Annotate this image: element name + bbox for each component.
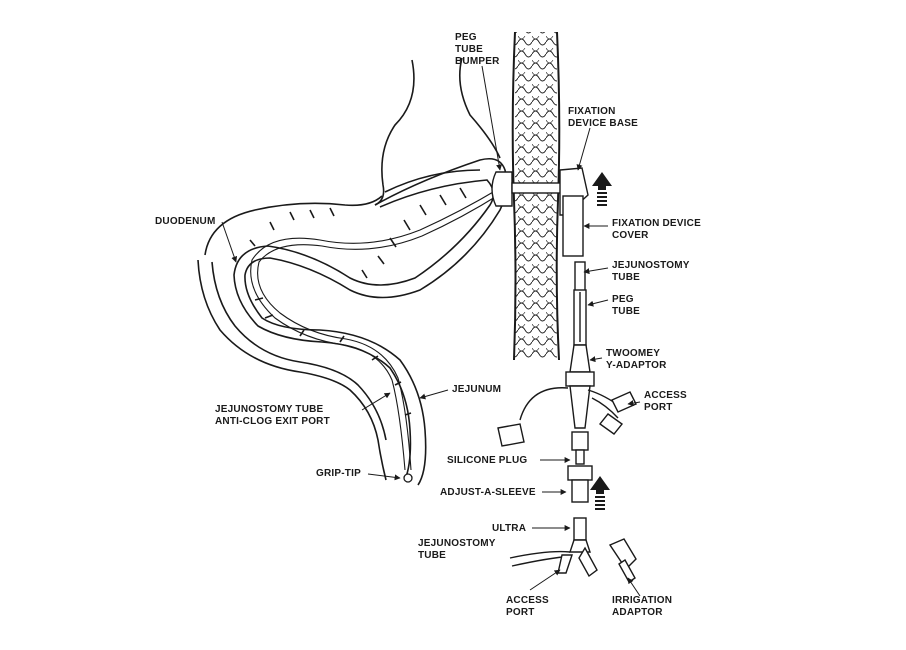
label-grip-tip: GRIP-TIP	[316, 468, 361, 479]
internal-jejunostomy-tube	[250, 187, 501, 483]
abdominal-wall	[511, 31, 561, 361]
peg-hardware	[491, 167, 589, 346]
label-silicone-plug: SILICONE PLUG	[447, 455, 527, 466]
label-peg-tube: PEG TUBE	[612, 294, 640, 317]
labels: PEG TUBE BUMPER FIXATION DEVICE BASE DUO…	[155, 32, 704, 618]
label-exit-port: JEJUNOSTOMY TUBE ANTI-CLOG EXIT PORT	[215, 404, 330, 427]
label-fixation-cover: FIXATION DEVICE COVER	[612, 218, 704, 241]
label-ultra-tube: JEJUNOSTOMY TUBE	[418, 538, 498, 561]
label-duodenum: DUODENUM	[155, 216, 216, 227]
label-jejunostomy-tube: JEJUNOSTOMY TUBE	[612, 260, 692, 283]
direction-arrows	[590, 172, 612, 510]
label-fixation-base: FIXATION DEVICE BASE	[568, 106, 638, 129]
label-access-port-upper: ACCESS PORT	[644, 390, 690, 413]
label-jejunum: JEJUNUM	[452, 384, 501, 395]
twoomey-assembly	[497, 344, 637, 584]
label-twoomey: TWOOMEY Y-ADAPTOR	[606, 348, 667, 371]
label-irrigation-adaptor: IRRIGATION ADAPTOR	[612, 595, 675, 618]
label-access-port-lower: ACCESS PORT	[506, 595, 552, 618]
label-ultra: ULTRA	[492, 523, 526, 534]
label-peg-bumper: PEG TUBE BUMPER	[455, 32, 500, 67]
label-adjust-sleeve: ADJUST-A-SLEEVE	[440, 487, 536, 498]
leader-lines	[221, 65, 641, 597]
